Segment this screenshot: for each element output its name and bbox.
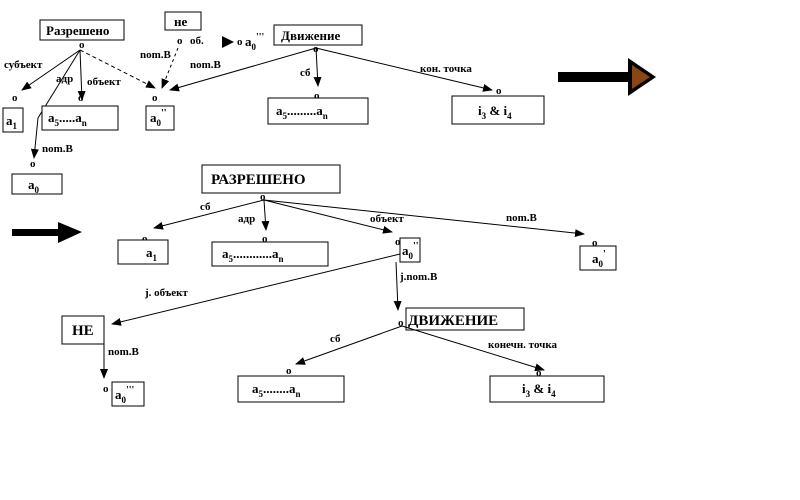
top-node-i3i4-box <box>451 95 545 125</box>
top-ne-box <box>164 11 202 31</box>
top-a5an-marker: o <box>78 92 84 104</box>
bottom-ne-label: НЕ <box>72 323 94 339</box>
bottom-a0p-marker: o <box>592 237 598 249</box>
bottom-dvizhenie-label: ДВИЖЕНИЕ <box>408 313 498 329</box>
bottom-diagram: РАЗРЕШЕНО o сб адр объект nom.B o o o o … <box>61 164 617 407</box>
top-edge-nomB1-label: nom.B <box>42 143 74 155</box>
bottom-node-a5an: a5............an <box>222 246 284 264</box>
bottom-edge-sb2-label: сб <box>330 333 341 345</box>
top-a0pp-marker: o <box>152 92 158 104</box>
top-node-a5an2: a5.........an <box>276 103 328 121</box>
top-node-a0: a0 <box>28 177 40 195</box>
top-a1-marker: o <box>12 92 18 104</box>
top-node-a5an: a5.....an <box>48 110 87 128</box>
top-dvizhenie-label: Движение <box>281 28 340 43</box>
bottom-a5an-marker: o <box>262 233 268 245</box>
bottom-node-a0p-box <box>579 245 617 271</box>
top-edge-nomB2-line <box>161 47 179 89</box>
top-node-a1-box <box>2 107 24 133</box>
top-edge-sb-line <box>313 47 322 87</box>
bottom-node-a0ppp: a0''' <box>115 385 135 405</box>
top-edge-nomB3-line <box>169 47 317 92</box>
bottom-root-box <box>201 164 341 194</box>
top-node-a5an2-box <box>267 97 369 125</box>
top-ne-marker: o <box>177 35 183 47</box>
bottom-node-a0pp-box <box>399 237 421 263</box>
top-a0ppp-marker: o <box>237 36 243 48</box>
top-a5an2-marker: o <box>314 90 320 102</box>
arrow-right-icon <box>12 222 82 243</box>
top-node-a0ppp: a0''' <box>245 32 265 52</box>
bottom-node-a5an2: a5........an <box>252 381 301 399</box>
bottom-node-a5an2-box <box>237 375 345 403</box>
bottom-edge-nomB2-label: nom.B <box>108 346 140 358</box>
bottom-a0pp-marker: o <box>395 236 401 248</box>
bottom-edge-sb-label: сб <box>200 201 211 213</box>
top-root-marker: o <box>79 39 85 51</box>
top-node-a0pp: a0'' <box>150 108 167 128</box>
bottom-node-a0p: a0' <box>592 249 606 269</box>
top-edge-object-label: объект <box>87 76 121 88</box>
top-node-a0pp-box <box>145 105 175 131</box>
bottom-a5an2-marker: o <box>286 365 292 377</box>
top-dvizhenie-box <box>273 24 363 46</box>
top-i3i4-marker: o <box>496 85 502 97</box>
big-arrow-right-icon <box>558 58 656 96</box>
bottom-root-marker: o <box>260 191 266 203</box>
bottom-dvizhenie-box <box>405 307 525 331</box>
bottom-root-label: РАЗРЕШЕНО <box>211 172 306 188</box>
bottom-dvizhenie-marker: o <box>398 317 404 329</box>
top-node-a5an-box <box>41 105 119 131</box>
bottom-edge-jobject-label: j. объект <box>144 287 189 299</box>
top-edge-adr-line <box>77 49 86 101</box>
bottom-edge-jnomB-line <box>393 261 402 311</box>
bottom-edge-nomB1-line <box>263 199 585 238</box>
top-edge-ob: об. <box>190 35 204 47</box>
bottom-node-a0pp: a0'' <box>402 241 419 261</box>
bottom-a0ppp-marker: o <box>103 383 109 395</box>
top-node-a0-box <box>11 173 63 195</box>
top-root-label: Разрешено <box>46 23 109 38</box>
bottom-node-a5an-box <box>211 241 329 267</box>
bottom-ne-box <box>61 315 105 345</box>
bottom-node-a0ppp-box <box>111 381 145 407</box>
top-node-i3i4: i3 & i4 <box>478 103 512 121</box>
top-node-a1: a1 <box>6 113 18 131</box>
top-edge-kon-line <box>315 47 493 92</box>
bottom-edge-object-line <box>263 199 393 234</box>
top-edge-nomB3-label: nom.B <box>190 59 222 71</box>
bottom-edge-adr-line <box>261 199 270 231</box>
bottom-edge-nomB1-label: nom.B <box>506 212 538 224</box>
bottom-node-a1: a1 <box>146 245 158 263</box>
bottom-node-a1-box <box>117 239 169 265</box>
top-edge-sb-label: сб <box>300 67 311 79</box>
bottom-node-i3i4-box <box>489 375 605 403</box>
top-edge-subject-label: субъект <box>4 59 43 71</box>
bottom-node-i3i4: i3 & i4 <box>522 381 556 399</box>
top-root-box <box>39 19 125 41</box>
top-ne-label: не <box>174 14 187 29</box>
bottom-edge-konechn-line <box>401 325 545 372</box>
top-edge-subject-line <box>21 49 81 91</box>
top-edge-kon-label: кон. точка <box>420 63 472 75</box>
bottom-edge-sb2-line <box>295 325 403 365</box>
top-edge-nomB2-label: nom.B <box>140 49 172 61</box>
bottom-edge-jobject-line <box>111 253 401 326</box>
top-edge-object-line <box>79 49 156 89</box>
bottom-edge-object-label: объект <box>370 213 404 225</box>
top-diagram: Разрешено o не o об. o a0''' Движение o … <box>2 11 545 195</box>
bottom-edge-konechn-label: конечн. точка <box>488 339 558 351</box>
bottom-a1-marker: o <box>142 233 148 245</box>
bottom-edge-jnomB-label: j.nom.B <box>399 271 438 283</box>
bottom-edge-adr-label: адр <box>238 213 255 225</box>
top-ob-arrowhead <box>222 36 234 48</box>
svg-text:a0''': a0''' <box>245 32 265 52</box>
top-a0-marker: o <box>30 158 36 170</box>
top-edge-nomB1-line-b <box>30 117 39 159</box>
bottom-i3i4-marker: o <box>536 367 542 379</box>
bottom-edge-sb-line <box>153 199 265 230</box>
